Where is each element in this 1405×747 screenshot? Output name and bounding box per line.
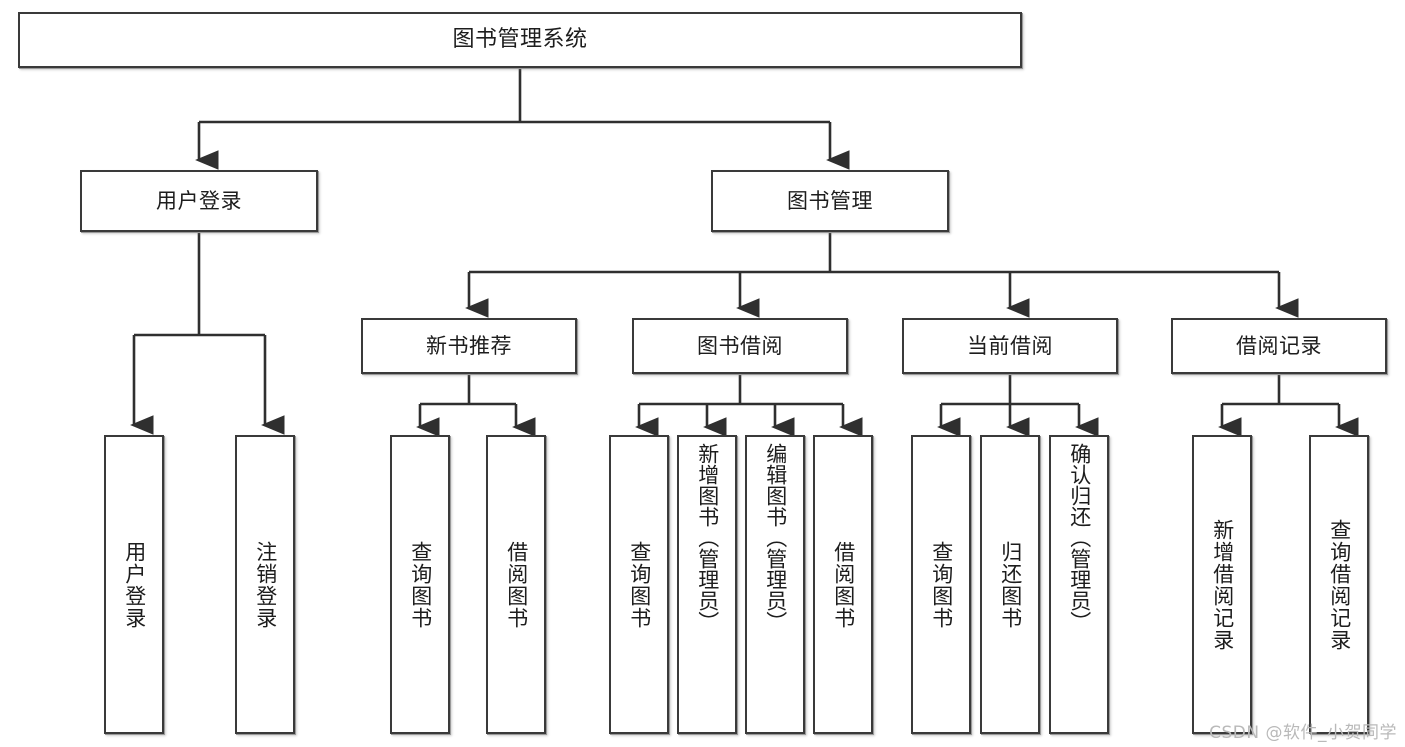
node-label: 当前借阅 (967, 333, 1053, 358)
watermark: CSDN @软件_小贺同学 (1209, 723, 1397, 743)
node-current-borrow[interactable]: 当前借阅 (902, 318, 1118, 374)
node-label: 用户登录 (156, 188, 242, 213)
node-label: 查询图书 (408, 540, 433, 629)
node-new-book-recommend[interactable]: 新书推荐 (361, 318, 577, 374)
leaf-edit-book-admin[interactable]: 编辑图书（管理员） (745, 435, 805, 734)
node-borrow-record[interactable]: 借阅记录 (1171, 318, 1387, 374)
leaf-query-book-recommend[interactable]: 查询图书 (390, 435, 450, 734)
leaf-query-book-current[interactable]: 查询图书 (911, 435, 971, 734)
node-user-login[interactable]: 用户登录 (80, 170, 318, 232)
node-label: 查询图书 (929, 540, 954, 629)
node-book-management[interactable]: 图书管理 (711, 170, 949, 232)
node-book-borrow[interactable]: 图书借阅 (632, 318, 848, 374)
node-label: 借阅图书 (504, 540, 529, 629)
node-label: 图书管理 (787, 188, 873, 213)
leaf-confirm-return-admin[interactable]: 确认归还（管理员） (1049, 435, 1109, 734)
node-label: 注销登录 (253, 540, 278, 629)
leaf-borrow-book[interactable]: 借阅图书 (813, 435, 873, 734)
node-label: 借阅记录 (1236, 333, 1322, 358)
node-label: 查询图书 (627, 540, 652, 629)
node-label: 归还图书 (998, 540, 1023, 629)
leaf-user-login[interactable]: 用户登录 (104, 435, 164, 734)
leaf-logout[interactable]: 注销登录 (235, 435, 295, 734)
leaf-borrow-book-recommend[interactable]: 借阅图书 (486, 435, 546, 734)
node-label: 新书推荐 (426, 333, 512, 358)
node-label: 借阅图书 (831, 540, 856, 629)
node-label: 确认归还（管理员） (1067, 443, 1092, 632)
node-label: 新增借阅记录 (1210, 518, 1235, 651)
leaf-query-borrow-record[interactable]: 查询借阅记录 (1309, 435, 1369, 734)
node-label: 新增图书（管理员） (695, 443, 720, 632)
leaf-add-book-admin[interactable]: 新增图书（管理员） (677, 435, 737, 734)
node-label: 用户登录 (122, 540, 147, 629)
node-label: 图书管理系统 (452, 27, 588, 53)
leaf-query-book-borrow[interactable]: 查询图书 (609, 435, 669, 734)
node-root-book-management-system[interactable]: 图书管理系统 (18, 12, 1022, 68)
node-label: 查询借阅记录 (1327, 518, 1352, 651)
leaf-return-book[interactable]: 归还图书 (980, 435, 1040, 734)
node-label: 编辑图书（管理员） (763, 443, 788, 632)
node-label: 图书借阅 (697, 333, 783, 358)
leaf-add-borrow-record[interactable]: 新增借阅记录 (1192, 435, 1252, 734)
